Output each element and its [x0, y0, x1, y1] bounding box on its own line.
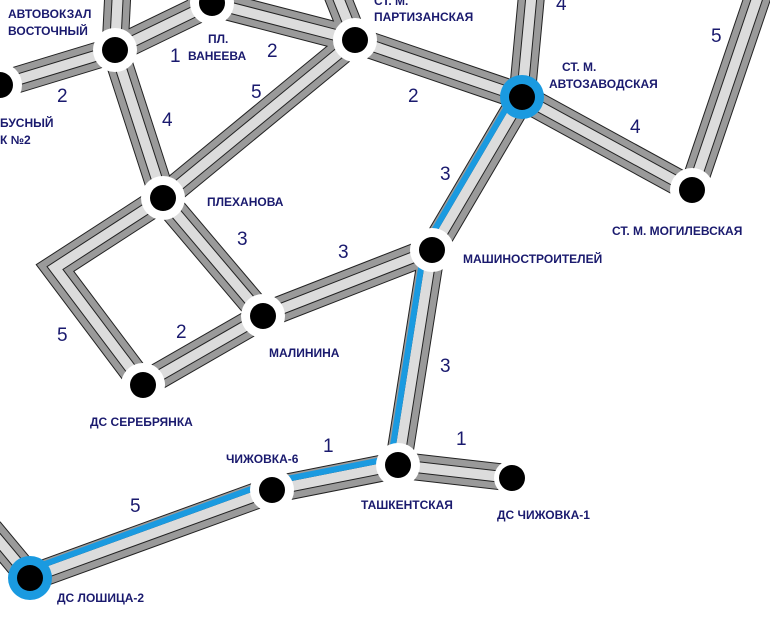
segment-time: 2 — [408, 86, 419, 107]
segment-time: 5 — [57, 325, 68, 346]
station-marker-park2[interactable] — [0, 63, 22, 107]
segment-time: 2 — [57, 86, 68, 107]
station-label-park2[interactable]: БУСНЫЙ — [0, 115, 54, 130]
segment-time: 1 — [456, 429, 467, 450]
station-label-vaneeva-2[interactable]: ВАНЕЕВА — [188, 49, 246, 63]
route-highlight-segment — [387, 248, 428, 465]
station-label-chizhovka6[interactable]: ЧИЖОВКА-6 — [226, 452, 299, 466]
station-marker-chizhovka1[interactable] — [494, 460, 530, 496]
segment-time: 3 — [440, 356, 451, 377]
segment-time: 5 — [130, 496, 141, 517]
station-marker-malinina[interactable] — [241, 294, 285, 338]
route-highlight-segment — [269, 454, 398, 486]
station-label-serebryanka[interactable]: ДС СЕРЕБРЯНКА — [90, 415, 193, 429]
station-marker-avtovokzal[interactable] — [93, 28, 137, 72]
station-label-park2-2[interactable]: К №2 — [0, 133, 31, 147]
road-segment — [393, 249, 437, 466]
station-marker-mashinostroiteley[interactable] — [410, 228, 454, 272]
station-label-partizanskaya-2[interactable]: ПАРТИЗАНСКАЯ — [374, 10, 473, 24]
road-segment — [28, 485, 274, 583]
station-marker-serebryanka[interactable] — [121, 363, 165, 407]
segment-time: 3 — [338, 242, 349, 263]
road-segment — [687, 0, 762, 192]
segment-time: 2 — [176, 322, 187, 343]
road-segment — [110, 48, 168, 200]
route-highlight-segment — [26, 479, 271, 574]
segment-time: 3 — [440, 164, 451, 185]
station-marker-plekhanova[interactable] — [141, 176, 185, 220]
segment-time: 4 — [556, 0, 567, 15]
station-label-avtovokzal[interactable]: АВТОВОКЗАЛ — [8, 7, 91, 21]
station-marker-avtozavodskaya[interactable] — [500, 75, 544, 119]
station-label-tashkentskaya[interactable]: ТАШКЕНТСКАЯ — [361, 498, 453, 512]
road-segment — [427, 94, 527, 253]
highlighted-route — [26, 91, 518, 574]
station-marker-mogilevskaya[interactable] — [670, 168, 714, 212]
segment-time: 4 — [630, 117, 641, 138]
station-label-avtozavodskaya-2[interactable]: АВТОЗАВОДСКАЯ — [549, 77, 658, 91]
station-label-vaneeva[interactable]: ПЛ. — [208, 32, 228, 46]
station-marker-partizanskaya[interactable] — [333, 18, 377, 62]
station-markers — [0, 0, 714, 600]
station-label-mogilevskaya[interactable]: СТ. М. МОГИЛЕВСКАЯ — [612, 224, 742, 238]
road-segment — [140, 311, 266, 390]
road-segment — [353, 35, 524, 102]
station-label-partizanskaya[interactable]: СТ. М. — [374, 0, 408, 8]
station-label-loshitsa[interactable]: ДС ЛОШИЦА-2 — [57, 591, 144, 605]
segment-time: 5 — [711, 26, 722, 47]
station-label-avtovokzal-2[interactable]: ВОСТОЧНЫЙ — [8, 23, 88, 38]
station-marker-loshitsa[interactable] — [8, 556, 52, 600]
road-segment — [210, 0, 357, 45]
segment-time: 1 — [170, 46, 181, 67]
station-marker-chizhovka6[interactable] — [250, 468, 294, 512]
station-label-mashinostroiteley[interactable]: МАШИНОСТРОИТЕЛЕЙ — [463, 251, 602, 266]
station-marker-tashkentskaya[interactable] — [376, 443, 420, 487]
segment-time: 3 — [237, 229, 248, 250]
station-label-avtozavodskaya[interactable]: СТ. М. — [562, 60, 596, 74]
road-segment — [261, 245, 434, 321]
road-segment — [519, 92, 695, 195]
segment-time: 1 — [323, 436, 334, 457]
segment-time: 5 — [251, 82, 262, 103]
station-marker-vaneeva[interactable] — [190, 0, 234, 25]
segment-time: 4 — [162, 110, 173, 131]
road-segment — [159, 36, 359, 202]
station-label-malinina[interactable]: МАЛИНИНА — [269, 346, 340, 360]
route-highlight-segment — [422, 91, 518, 248]
station-label-plekhanova[interactable]: ПЛЕХАНОВА — [207, 195, 284, 209]
station-label-chizhovka1[interactable]: ДС ЧИЖОВКА-1 — [497, 508, 590, 522]
road-segment — [159, 194, 267, 320]
road-segment — [47, 193, 166, 389]
segment-time: 2 — [267, 41, 278, 62]
